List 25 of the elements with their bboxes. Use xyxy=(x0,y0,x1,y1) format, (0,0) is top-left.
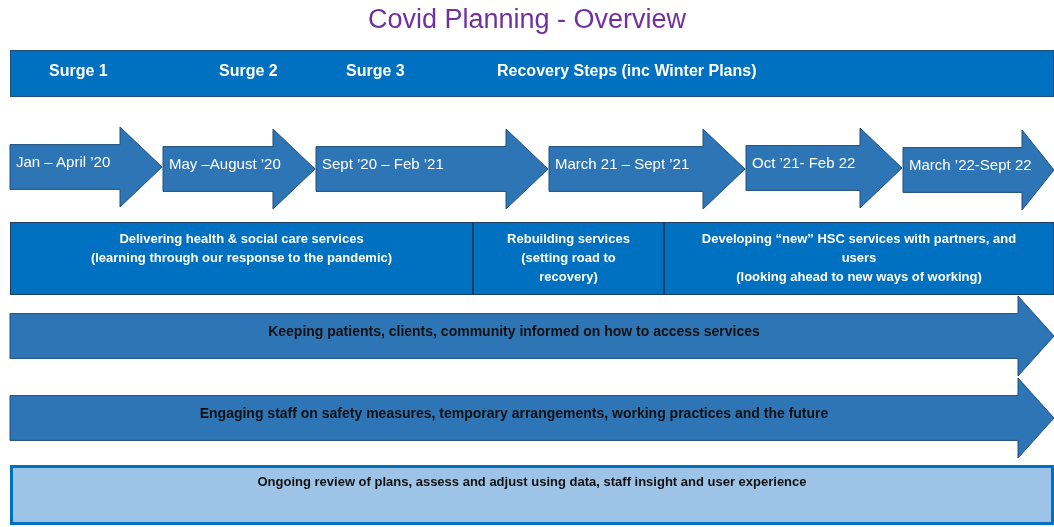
phase-panel xyxy=(473,222,664,295)
arrow-label: Keeping patients, clients, community informed on how to access services xyxy=(267,323,761,339)
diagram-title: Covid Planning - Overview xyxy=(366,4,688,35)
phase-panel xyxy=(10,222,473,295)
phase-label: Surge 2 xyxy=(219,62,278,80)
panel-note: (learning through our response to the pandemic) xyxy=(90,249,393,267)
panel-heading: Delivering health & social care services xyxy=(119,230,364,248)
review-panel xyxy=(10,465,1054,525)
arrow-label: Engaging staff on safety measures, temporary arrangements, working practices and the future xyxy=(198,405,830,421)
panel-heading: Rebuilding services xyxy=(507,230,630,248)
period-label: March ’22-Sept 22 xyxy=(909,156,1032,173)
header-band xyxy=(10,50,1054,97)
period-label: March 21 – Sept ’21 xyxy=(555,155,690,172)
phase-panel xyxy=(664,222,1054,295)
phase-label: Surge 1 xyxy=(49,62,108,80)
panel-text: Ongoing review of plans, assess and adjust using data, staff insight and user experience xyxy=(256,474,808,489)
panel-note: (setting road to recovery) xyxy=(520,249,617,286)
period-label: Sept ’20 – Feb ’21 xyxy=(322,155,444,172)
period-label: Jan – April ’20 xyxy=(16,153,111,170)
phase-label: Surge 3 xyxy=(346,62,405,80)
panel-heading: Developing “new” HSC services with partners, and users xyxy=(700,230,1018,267)
period-label: Oct ’21- Feb 22 xyxy=(752,154,856,171)
phase-label: Recovery Steps (inc Winter Plans) xyxy=(497,62,757,80)
period-label: May –August ’20 xyxy=(169,155,281,172)
panel-note: (looking ahead to new ways of working) xyxy=(736,268,982,286)
